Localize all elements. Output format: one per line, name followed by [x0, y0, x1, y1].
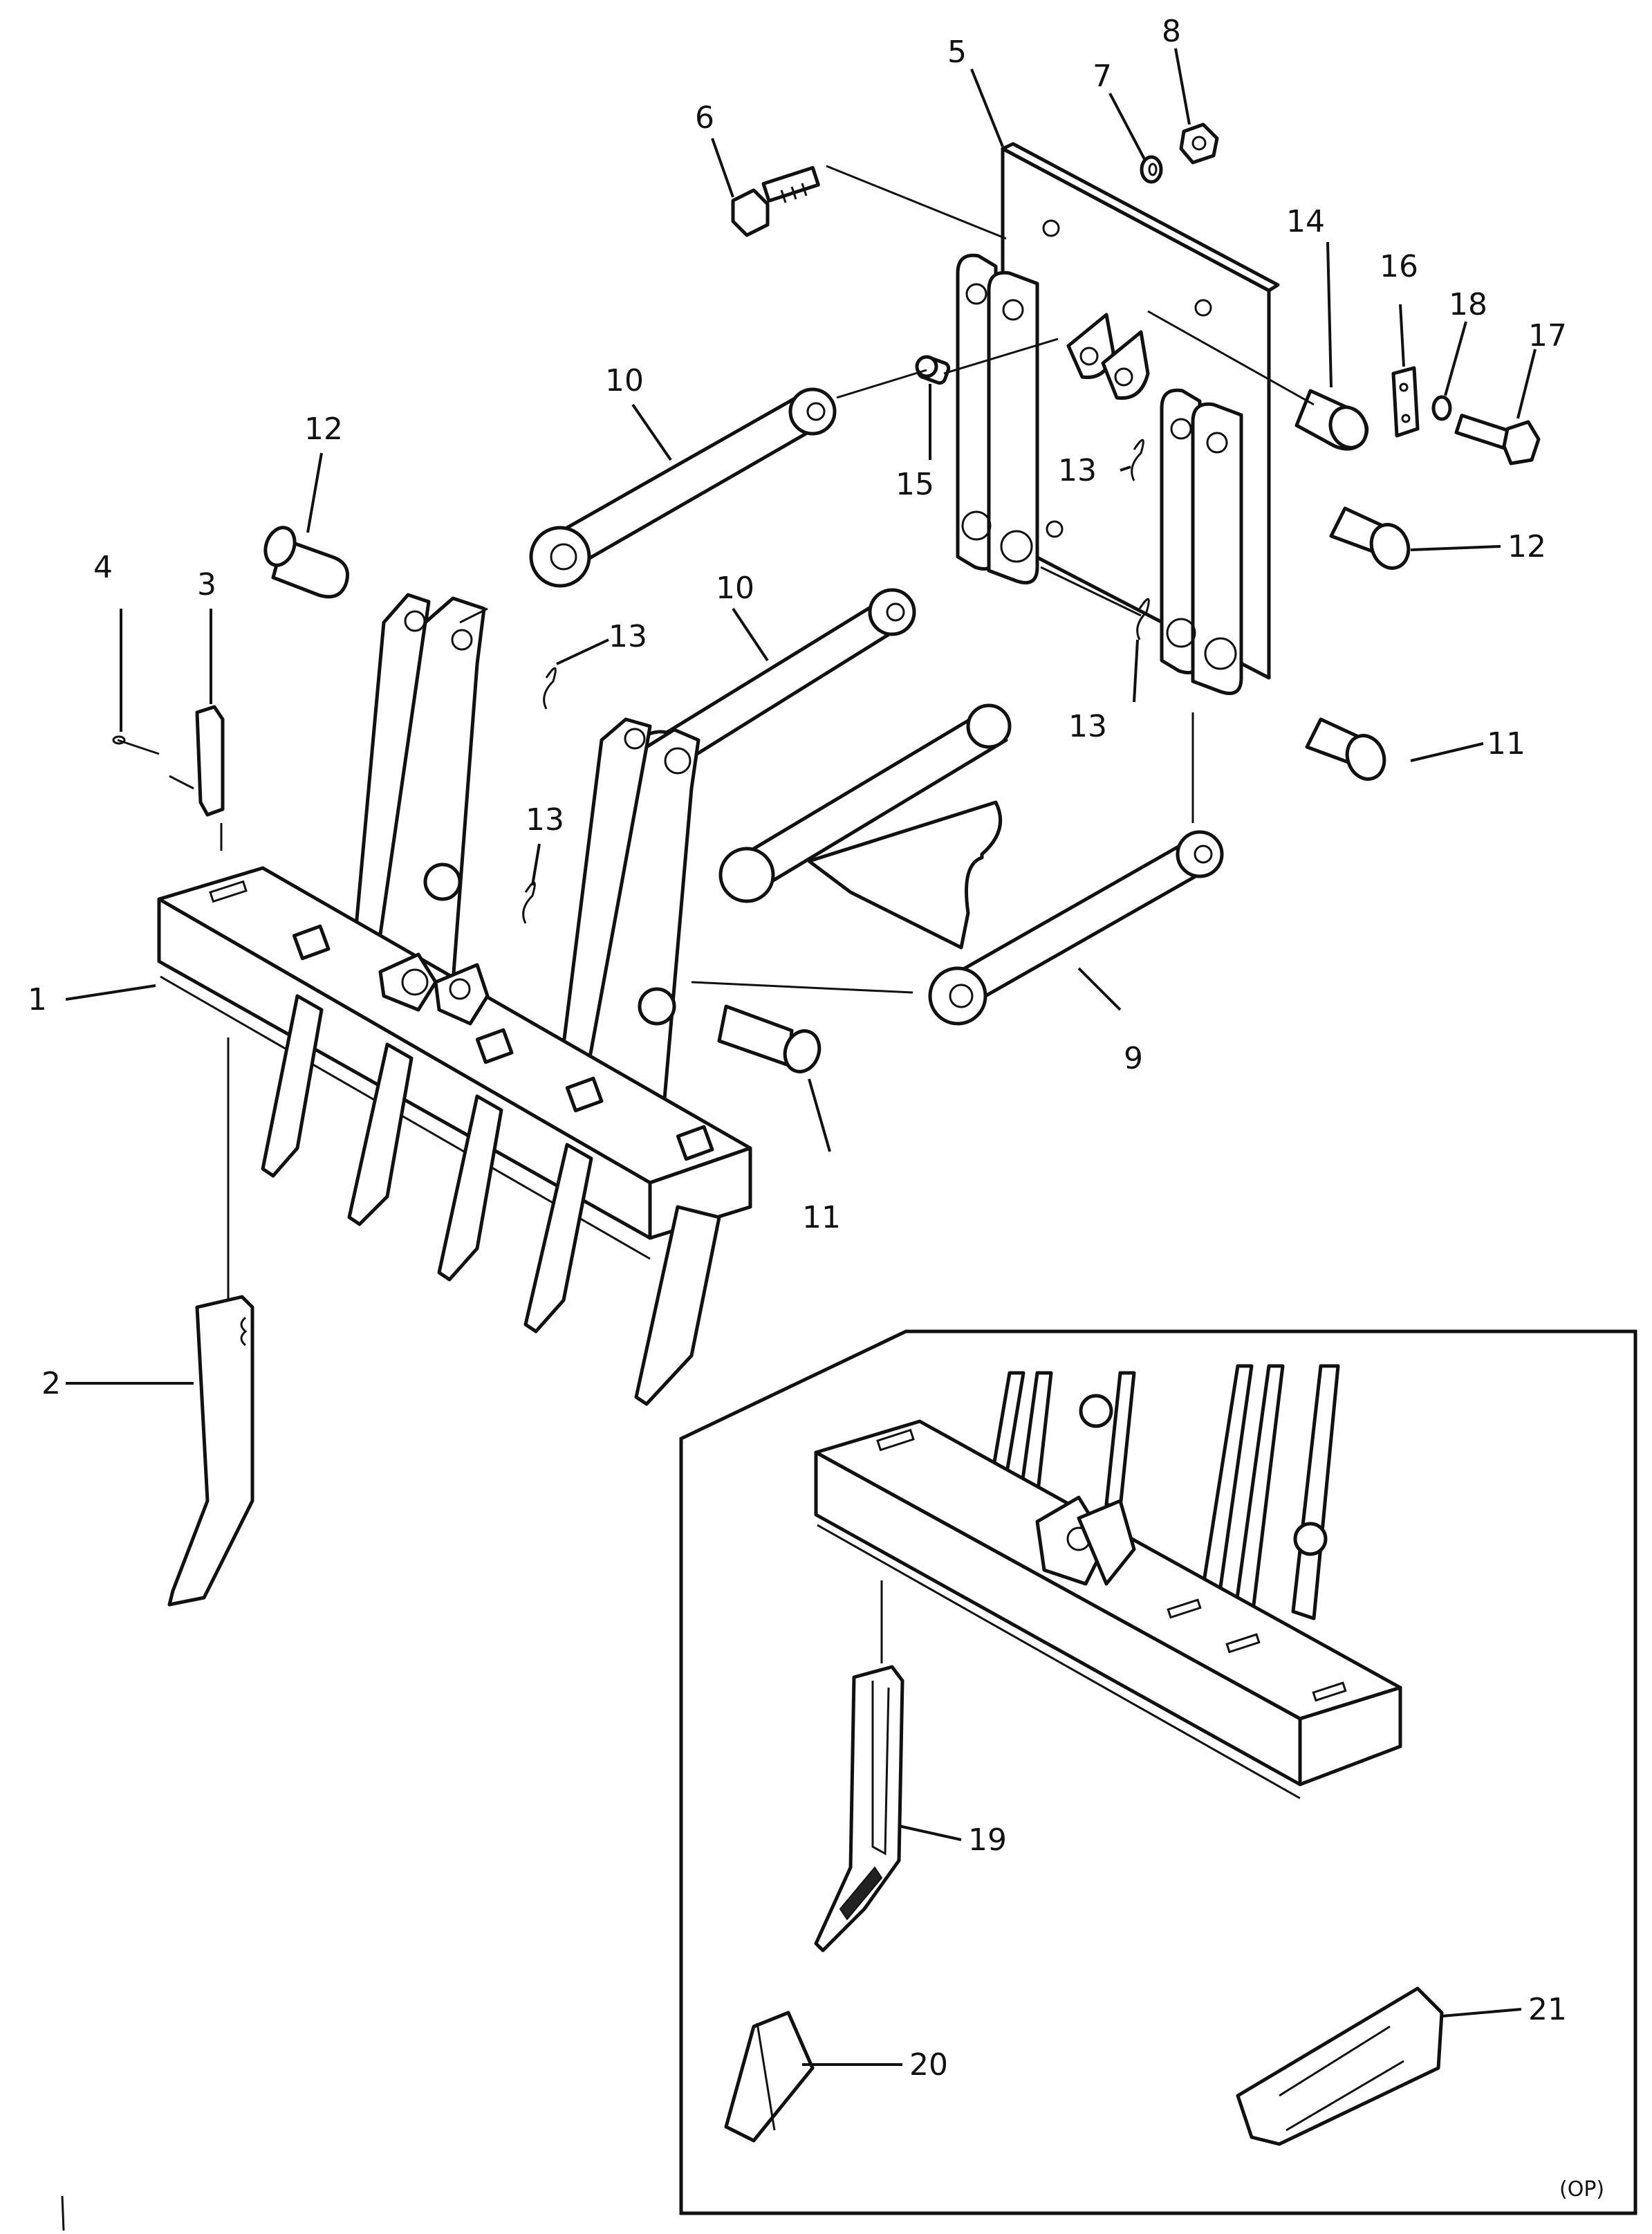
callout-14: 14 [1286, 204, 1325, 239]
callout-11b: 11 [1487, 726, 1525, 761]
callout-10b: 10 [716, 571, 754, 606]
plate-bracket-center [1066, 313, 1150, 400]
callout-13c: 13 [1058, 453, 1097, 488]
callout-13b: 13 [526, 802, 564, 838]
bolt-6 [731, 165, 820, 237]
plate-bracket-right [1160, 388, 1243, 695]
callout-10a: 10 [605, 363, 644, 398]
ripper-arm-left [351, 593, 486, 998]
plate-bracket-left [956, 253, 1039, 584]
callout-5: 5 [947, 35, 967, 70]
callout-20: 20 [909, 2047, 948, 2083]
plate-16 [1391, 366, 1420, 438]
pin-3 [195, 705, 225, 817]
callout-2: 2 [41, 1366, 61, 1401]
link-arm-upper [529, 387, 837, 588]
pin-12-left [263, 526, 349, 599]
cotter-pin-4 [112, 735, 160, 755]
callout-11a: 11 [802, 1200, 841, 1235]
callout-13d: 13 [1068, 709, 1107, 744]
lower-link-frame [718, 703, 1224, 1026]
nut-8 [1179, 122, 1219, 165]
callout-13a: 13 [609, 619, 647, 654]
callout-8: 8 [1162, 14, 1181, 49]
bolt-17 [1454, 414, 1541, 465]
callout-6: 6 [695, 100, 714, 136]
callout-18: 18 [1449, 287, 1487, 322]
optional-inset: 19 20 21 (OP) [679, 1329, 1637, 2215]
callout-15: 15 [895, 467, 934, 502]
beam-mount-brackets [292, 924, 714, 1161]
pin-11-right [1305, 717, 1386, 781]
callout-19: 19 [968, 1822, 1007, 1858]
callout-12b: 12 [1507, 529, 1546, 564]
callout-17: 17 [1528, 318, 1567, 353]
ripper-teeth [261, 994, 721, 1406]
washer-7 [1140, 155, 1163, 184]
pin-14 [1294, 389, 1369, 451]
callout-9: 9 [1124, 1041, 1143, 1076]
leader-lines [65, 48, 1537, 1385]
optional-label: (OP) [1559, 2177, 1604, 2201]
fitting-15 [915, 355, 951, 385]
callout-3: 3 [197, 567, 216, 602]
pin-11-lower [717, 1004, 822, 1073]
pin-12-right [1329, 506, 1411, 570]
callout-12a: 12 [304, 412, 343, 447]
callout-21: 21 [1528, 1992, 1567, 2027]
ripper-arm-right [558, 717, 700, 1123]
callout-16: 16 [1380, 249, 1418, 284]
callout-1: 1 [28, 982, 47, 1017]
washer-18 [1431, 395, 1452, 421]
callout-7: 7 [1093, 59, 1112, 94]
callout-4: 4 [93, 550, 113, 585]
tooth-shank [167, 1295, 254, 1607]
